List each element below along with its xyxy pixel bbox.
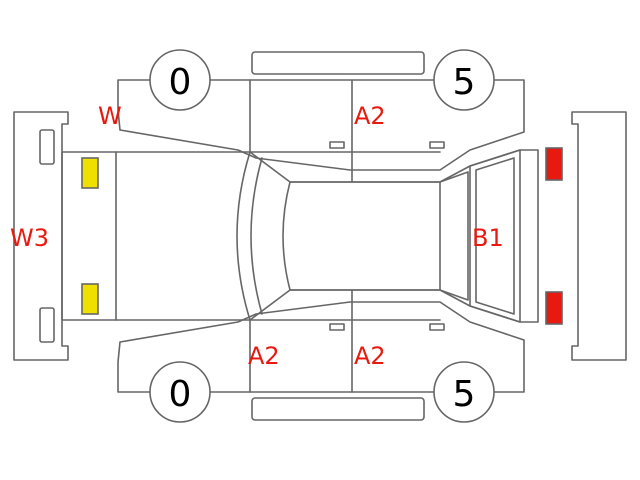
car-top-view [61,149,539,323]
wheel-rear-top: 5 [433,49,495,111]
damage-label-front-bumper: W3 [10,224,49,252]
headlight-bottom [81,283,99,315]
damage-label-front-right-door: A2 [248,342,280,370]
damage-label-rear-bumper: B1 [472,224,504,252]
wheel-number-rear-bottom: 5 [453,374,476,415]
side-skirt-bottom [251,397,425,421]
side-skirt-top [251,51,425,75]
wheel-number-front-top: 0 [169,62,192,103]
wheel-front-top: 0 [149,49,211,111]
damage-label-front-left-fender: W [98,102,122,130]
wheel-number-front-bottom: 0 [169,374,192,415]
wheel-number-rear-top: 5 [453,62,476,103]
taillight-bottom [545,291,563,325]
wheel-rear-bottom: 5 [433,361,495,423]
rear-bumper [571,111,627,361]
wheel-front-bottom: 0 [149,361,211,423]
headlight-top [81,157,99,189]
front-bumper [13,111,69,361]
taillight-top [545,147,563,181]
damage-label-rear-right-door: A2 [354,342,386,370]
damage-label-rear-left-door: A2 [354,102,386,130]
